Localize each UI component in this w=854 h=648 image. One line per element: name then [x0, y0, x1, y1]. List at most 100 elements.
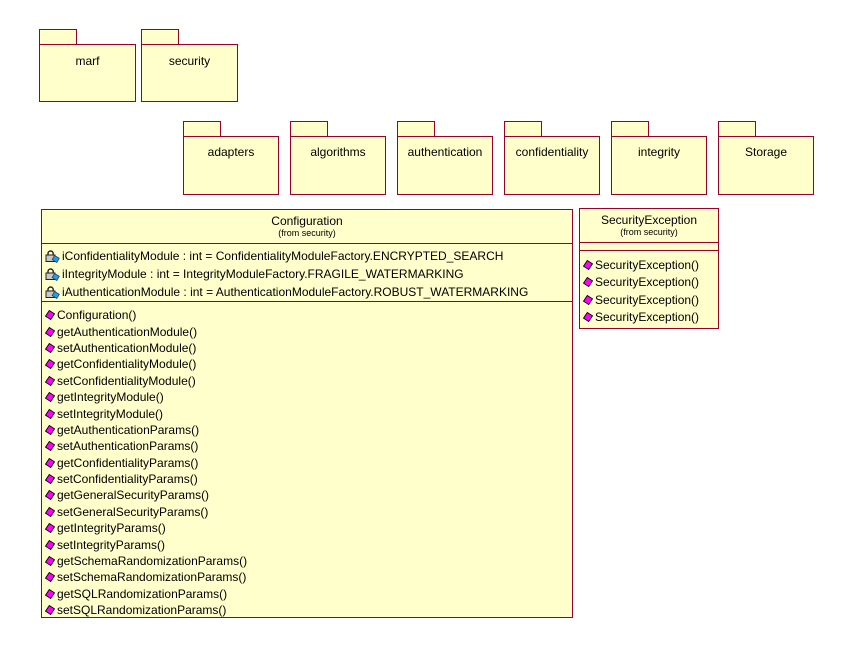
package-label: adapters — [207, 145, 255, 159]
method-text: SecurityException() — [595, 257, 700, 272]
attribute-text: iConfidentialityModule : int = Confident… — [62, 249, 504, 263]
method-text: setIntegrityParams() — [57, 537, 166, 552]
package-row-security-subpackages: adapters algorithms authentication — [183, 121, 814, 195]
package[interactable]: adapters — [183, 121, 279, 195]
operation-diamond-icon — [583, 277, 593, 288]
method-text: setGeneralSecurityParams() — [57, 504, 209, 519]
package-label: security — [168, 54, 211, 68]
attribute-line[interactable]: iConfidentialityModule : int = Confident… — [42, 247, 572, 265]
package-label: confidentiality — [515, 145, 589, 159]
method-text: setAuthenticationParams() — [57, 439, 199, 454]
private-lock-attribute-icon — [45, 249, 60, 263]
class-title: Configuration — [271, 214, 343, 228]
package[interactable]: Storage — [718, 121, 814, 195]
package[interactable]: authentication — [397, 121, 493, 195]
attributes-compartment: iConfidentialityModule : int = Confident… — [42, 244, 572, 302]
method-line[interactable]: Configuration() — [42, 307, 572, 323]
method-line[interactable]: getAuthenticationParams() — [42, 422, 572, 438]
package-body: confidentiality — [504, 136, 600, 195]
private-lock-attribute-icon — [45, 285, 60, 299]
method-text: setConfidentialityParams() — [57, 472, 198, 487]
class-package-note: (from security) — [620, 227, 678, 237]
package[interactable]: integrity — [611, 121, 707, 195]
method-line[interactable]: setAuthenticationParams() — [42, 438, 572, 454]
method-line[interactable]: setConfidentialityParams() — [42, 471, 572, 487]
package[interactable]: marf — [39, 29, 136, 102]
operation-diamond-icon — [45, 539, 55, 550]
attribute-text: iIntegrityModule : int = IntegrityModule… — [62, 267, 464, 281]
method-text: setSchemaRandomizationParams() — [57, 570, 247, 585]
operation-diamond-icon — [45, 556, 55, 567]
operation-diamond-icon — [583, 259, 593, 270]
operation-diamond-icon — [45, 326, 55, 337]
method-line[interactable]: SecurityException() — [580, 291, 718, 309]
operation-diamond-icon — [45, 408, 55, 419]
package-body: authentication — [397, 136, 493, 195]
method-text: getIntegrityParams() — [57, 521, 166, 536]
method-line[interactable]: getConfidentialityModule() — [42, 356, 572, 372]
package-label: authentication — [407, 145, 483, 159]
method-line[interactable]: getAuthenticationModule() — [42, 323, 572, 339]
attribute-line[interactable]: iAuthenticationModule : int = Authentica… — [42, 283, 572, 301]
operations-compartment: Configuration() getAuthenticationModule(… — [42, 302, 572, 618]
method-line[interactable]: setSchemaRandomizationParams() — [42, 569, 572, 585]
method-text: getIntegrityModule() — [57, 390, 164, 405]
method-line[interactable]: getSQLRandomizationParams() — [42, 586, 572, 602]
method-line[interactable]: setAuthenticationModule() — [42, 340, 572, 356]
package-folder-tab-icon — [611, 121, 649, 136]
operation-diamond-icon — [45, 392, 55, 403]
package-body: Storage — [718, 136, 814, 195]
package-body: marf — [39, 44, 136, 102]
method-line[interactable]: SecurityException() — [580, 274, 718, 292]
package-body: algorithms — [290, 136, 386, 195]
method-line[interactable]: setIntegrityParams() — [42, 536, 572, 552]
method-line[interactable]: setConfidentialityModule() — [42, 373, 572, 389]
package-label: algorithms — [310, 145, 366, 159]
attribute-line[interactable]: iIntegrityModule : int = IntegrityModule… — [42, 265, 572, 283]
method-line[interactable]: getIntegrityParams() — [42, 520, 572, 536]
package-body: integrity — [611, 136, 707, 195]
method-text: getSQLRandomizationParams() — [57, 586, 228, 601]
class-configuration[interactable]: Configuration (from security) iConfident… — [41, 209, 573, 618]
operation-diamond-icon — [45, 605, 55, 616]
package-label: marf — [75, 54, 100, 68]
method-text: setConfidentialityModule() — [57, 373, 196, 388]
operation-diamond-icon — [45, 506, 55, 517]
method-text: getAuthenticationParams() — [57, 422, 200, 437]
method-line[interactable]: SecurityException() — [580, 309, 718, 327]
attributes-compartment-empty — [580, 243, 718, 251]
operation-diamond-icon — [45, 375, 55, 386]
package-folder-tab-icon — [183, 121, 221, 136]
method-line[interactable]: setSQLRandomizationParams() — [42, 602, 572, 618]
method-text: getSchemaRandomizationParams() — [57, 554, 248, 569]
method-line[interactable]: getSchemaRandomizationParams() — [42, 553, 572, 569]
method-text: SecurityException() — [595, 310, 700, 325]
operation-diamond-icon — [45, 359, 55, 370]
package[interactable]: security — [141, 29, 238, 102]
method-text: setAuthenticationModule() — [57, 340, 197, 355]
method-text: getConfidentialityParams() — [57, 455, 199, 470]
method-line[interactable]: getGeneralSecurityParams() — [42, 487, 572, 503]
method-line[interactable]: getConfidentialityParams() — [42, 455, 572, 471]
operation-diamond-icon — [45, 490, 55, 501]
method-line[interactable]: setIntegrityModule() — [42, 405, 572, 421]
method-line[interactable]: SecurityException() — [580, 256, 718, 274]
operation-diamond-icon — [45, 424, 55, 435]
class-title-compartment: Configuration (from security) — [42, 210, 572, 244]
package-folder-tab-icon — [141, 29, 179, 44]
class-title: SecurityException — [600, 213, 698, 227]
private-lock-attribute-icon — [45, 267, 60, 281]
package[interactable]: confidentiality — [504, 121, 600, 195]
class-title-compartment: SecurityException (from security) — [580, 209, 718, 243]
operation-diamond-icon — [583, 312, 593, 323]
package[interactable]: algorithms — [290, 121, 386, 195]
operation-diamond-icon — [45, 474, 55, 485]
class-security-exception[interactable]: SecurityException (from security) Securi… — [579, 208, 719, 329]
method-line[interactable]: setGeneralSecurityParams() — [42, 504, 572, 520]
package-folder-tab-icon — [718, 121, 756, 136]
method-line[interactable]: getIntegrityModule() — [42, 389, 572, 405]
method-text: getAuthenticationModule() — [57, 324, 198, 339]
package-folder-tab-icon — [39, 29, 77, 44]
method-text: setSQLRandomizationParams() — [57, 603, 227, 618]
operation-diamond-icon — [45, 310, 55, 321]
